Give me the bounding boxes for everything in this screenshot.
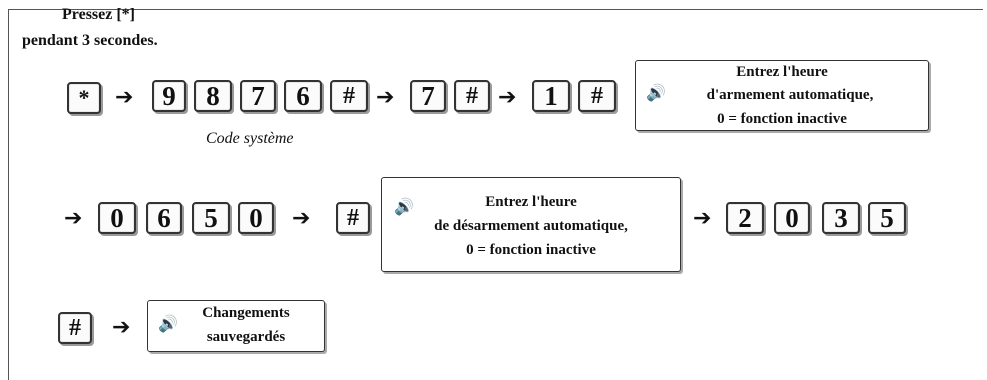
- intro-text: Pressez [*]: [62, 6, 135, 24]
- speaker-icon: 🔊: [394, 199, 414, 216]
- intro-line-2: pendant 3 secondes.: [22, 32, 158, 49]
- key-5: 5: [192, 202, 230, 234]
- code-caption: Code système: [206, 130, 294, 147]
- key-3: 3: [822, 202, 860, 234]
- key-0: 0: [774, 202, 810, 234]
- message-box-saved: 🔊 Changements sauvegardés: [147, 300, 325, 352]
- message-line: Entrez l'heure: [485, 194, 577, 210]
- key-9: 9: [152, 80, 186, 112]
- message-line: Entrez l'heure: [736, 64, 828, 80]
- key-hash: #: [336, 202, 370, 234]
- message-line: sauvegardés: [206, 329, 286, 345]
- arrow-right-icon: ➔: [292, 205, 311, 230]
- key-hash: #: [454, 80, 490, 112]
- diagram-frame: [8, 9, 983, 380]
- message-box-disarming: 🔊 Entrez l'heure de désarmement automati…: [381, 177, 681, 272]
- intro-text-2: pendant 3 secondes.: [22, 32, 158, 50]
- arrow-right-icon: ➔: [376, 84, 395, 109]
- message-line: 0 = fonction inactive: [717, 111, 847, 127]
- key-hash: #: [578, 80, 616, 112]
- message-line: Changements: [202, 305, 290, 321]
- message-line: d'armement automatique,: [706, 87, 874, 103]
- key-5: 5: [868, 202, 906, 234]
- message-box-arming: 🔊 Entrez l'heure d'armement automatique,…: [635, 60, 929, 131]
- intro-line-1: Pressez [*]: [62, 6, 135, 23]
- key-6: 6: [284, 80, 322, 112]
- key-0: 0: [238, 202, 274, 234]
- key-hash: #: [58, 312, 92, 344]
- key-7: 7: [240, 80, 276, 112]
- speaker-icon: 🔊: [646, 85, 666, 102]
- key-7: 7: [410, 80, 446, 112]
- key-2: 2: [726, 202, 764, 234]
- arrow-right-icon: ➔: [64, 205, 83, 230]
- key-8: 8: [194, 80, 232, 112]
- speaker-icon: 🔊: [158, 316, 178, 333]
- message-line: 0 = fonction inactive: [466, 242, 596, 258]
- key-1: 1: [532, 80, 570, 112]
- key-hash: #: [330, 80, 368, 112]
- arrow-right-icon: ➔: [115, 84, 134, 109]
- key-0: 0: [98, 202, 136, 234]
- arrow-right-icon: ➔: [112, 314, 131, 339]
- key-star: *: [67, 82, 101, 114]
- arrow-right-icon: ➔: [693, 205, 712, 230]
- arrow-right-icon: ➔: [498, 84, 517, 109]
- key-6: 6: [146, 202, 182, 234]
- message-line: de désarmement automatique,: [434, 218, 628, 234]
